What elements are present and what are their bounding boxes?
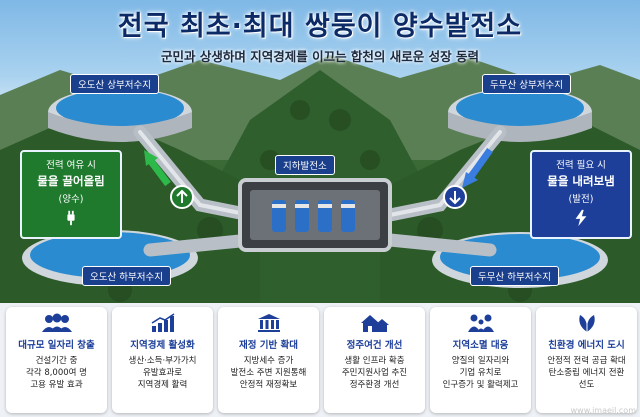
- label-lower-left-reservoir: 오도산 하부저수지: [82, 266, 171, 286]
- people-icon: [6, 312, 107, 334]
- upper-left-dam-wall: [48, 112, 192, 142]
- label-upper-right-reservoir: 두무산 상부저수지: [482, 74, 571, 94]
- plug-icon: [26, 209, 116, 232]
- label-upper-left-reservoir: 오도산 상부저수지: [70, 74, 159, 94]
- leaf-icon: [536, 312, 637, 334]
- family-icon: [430, 312, 531, 334]
- watermark: www.imaeil.com: [570, 406, 636, 415]
- chart-icon: [112, 312, 213, 334]
- turbine-units: [272, 200, 355, 232]
- page-subtitle: 군민과 상생하며 지역경제를 이끄는 합천의 새로운 성장 동력: [161, 49, 479, 64]
- callout-generating: 전력 필요 시 물을 내려보냄 (발전): [530, 150, 632, 239]
- label-underground-plant: 지하발전소: [275, 155, 335, 175]
- callout-pumping: 전력 여유 시 물을 끌어올림 (양수): [20, 150, 122, 239]
- upper-right-dam-wall: [448, 112, 592, 142]
- bank-icon: [218, 312, 319, 334]
- label-lower-right-reservoir: 두무산 하부저수지: [470, 266, 559, 286]
- page-title: 전국 최초·최대 쌍둥이 양수발전소: [117, 11, 523, 42]
- upper-left-reservoir-water: [56, 89, 184, 127]
- flow-arrow-up: [144, 150, 194, 209]
- house-icon: [324, 312, 425, 334]
- flow-arrow-down: [443, 147, 493, 209]
- upper-right-reservoir-water: [456, 89, 584, 127]
- lightning-icon: [536, 209, 626, 232]
